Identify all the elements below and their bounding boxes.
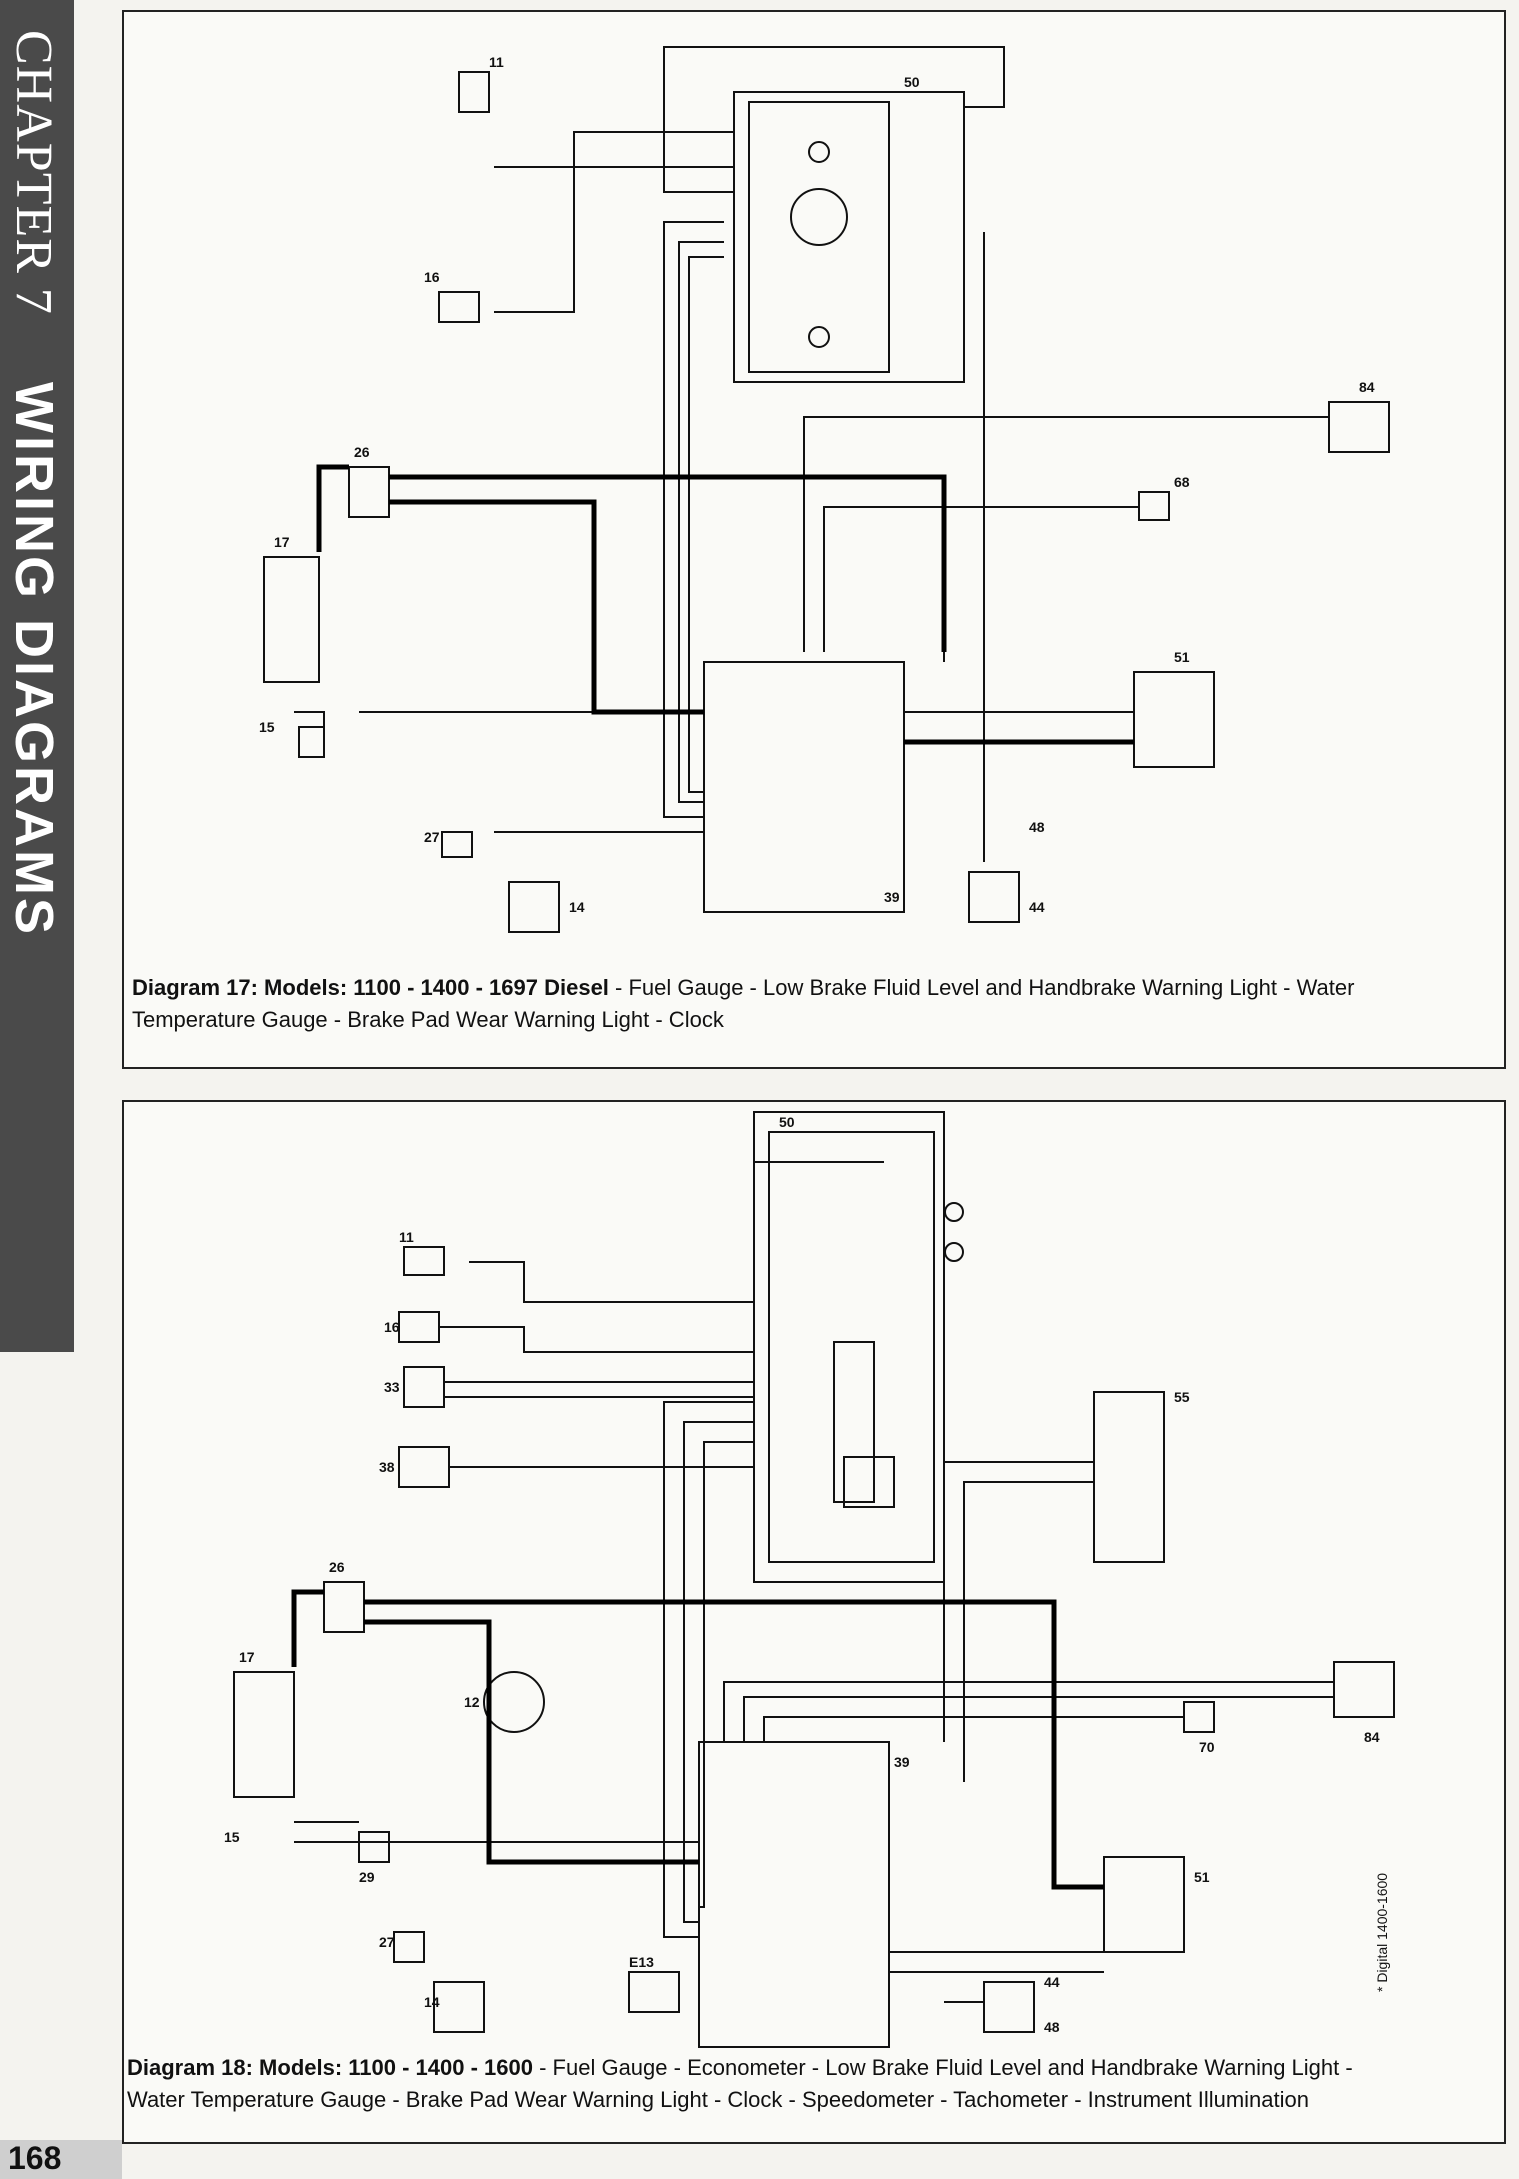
comp-label-55: 55 bbox=[1174, 1389, 1190, 1405]
diagram-17-schematic: 50 11 16 26 17 84 68 51 15 27 39 48 14 4… bbox=[259, 46, 1390, 933]
diagram-18-caption: Diagram 18: Models: 1100 - 1400 - 1600 -… bbox=[127, 2052, 1497, 2116]
comp-label-27: 27 bbox=[424, 829, 440, 845]
comp-label-44-b: 44 bbox=[1044, 1974, 1060, 1990]
comp-label-68: 68 bbox=[1174, 474, 1190, 490]
comp-label-29: 29 bbox=[359, 1869, 375, 1885]
comp-label-84: 84 bbox=[1359, 379, 1375, 395]
comp-label-51: 51 bbox=[1174, 649, 1190, 665]
diagram-17-caption-line2: Temperature Gauge - Brake Pad Wear Warni… bbox=[132, 1007, 724, 1032]
comp-label-17-b: 17 bbox=[239, 1649, 255, 1665]
diagram-17-panel: 50 11 16 26 17 84 68 51 15 27 39 48 14 4… bbox=[122, 10, 1506, 1069]
comp-label-17: 17 bbox=[274, 534, 290, 550]
comp-label-26-b: 26 bbox=[329, 1559, 345, 1575]
comp-label-50: 50 bbox=[904, 74, 920, 90]
diagram-17-caption-title: Diagram 17: Models: 1100 - 1400 - 1697 D… bbox=[132, 975, 609, 1000]
diagram-18-caption-line2: Water Temperature Gauge - Brake Pad Wear… bbox=[127, 2087, 1309, 2112]
comp-label-16: 16 bbox=[424, 269, 440, 285]
comp-label-14-b: 14 bbox=[424, 1994, 440, 2010]
chapter-label: CHAPTER 7 bbox=[5, 30, 62, 315]
diagram-17-caption: Diagram 17: Models: 1100 - 1400 - 1697 D… bbox=[132, 972, 1492, 1036]
comp-label-26: 26 bbox=[354, 444, 370, 460]
page-number: 168 bbox=[8, 2140, 62, 2176]
comp-label-50-b: 50 bbox=[779, 1114, 795, 1130]
comp-label-48: 48 bbox=[1029, 819, 1045, 835]
comp-label-48-b: 48 bbox=[1044, 2019, 1060, 2035]
comp-label-33: 33 bbox=[384, 1379, 400, 1395]
comp-label-84-b: 84 bbox=[1364, 1729, 1380, 1745]
comp-label-27-b: 27 bbox=[379, 1934, 395, 1950]
comp-label-12: 12 bbox=[464, 1694, 480, 1710]
comp-label-e13: E13 bbox=[629, 1954, 654, 1970]
comp-label-39-b: 39 bbox=[894, 1754, 910, 1770]
diagram-17-caption-desc: - Fuel Gauge - Low Brake Fluid Level and… bbox=[608, 975, 1355, 1000]
diagram-18-panel: 50 11 16 33 38 55 26 17 12 84 70 39 15 2… bbox=[122, 1100, 1506, 2144]
diagram-18-schematic: 50 11 16 33 38 55 26 17 12 84 70 39 15 2… bbox=[224, 1111, 1395, 2048]
comp-label-11-b: 11 bbox=[399, 1229, 414, 1245]
page-number-box bbox=[0, 2140, 122, 2179]
comp-label-11: 11 bbox=[489, 54, 504, 70]
comp-label-16-b: 16 bbox=[384, 1319, 400, 1335]
chapter-sidebar: CHAPTER 7 WIRING DIAGRAMS bbox=[0, 0, 74, 1352]
comp-label-15: 15 bbox=[259, 719, 275, 735]
comp-label-51-b: 51 bbox=[1194, 1869, 1210, 1885]
comp-label-15-b: 15 bbox=[224, 1829, 240, 1845]
comp-label-39: 39 bbox=[884, 889, 900, 905]
diagram-18-caption-desc: - Fuel Gauge - Econometer - Low Brake Fl… bbox=[533, 2055, 1353, 2080]
diagram-18-caption-title: Diagram 18: Models: 1100 - 1400 - 1600 bbox=[127, 2055, 533, 2080]
diagram-18-footnote: * Digital 1400-1600 bbox=[1374, 1872, 1390, 1992]
section-title: WIRING DIAGRAMS bbox=[4, 382, 64, 937]
comp-label-70: 70 bbox=[1199, 1739, 1215, 1755]
comp-label-14: 14 bbox=[569, 899, 585, 915]
comp-label-38: 38 bbox=[379, 1459, 395, 1475]
comp-label-44: 44 bbox=[1029, 899, 1045, 915]
